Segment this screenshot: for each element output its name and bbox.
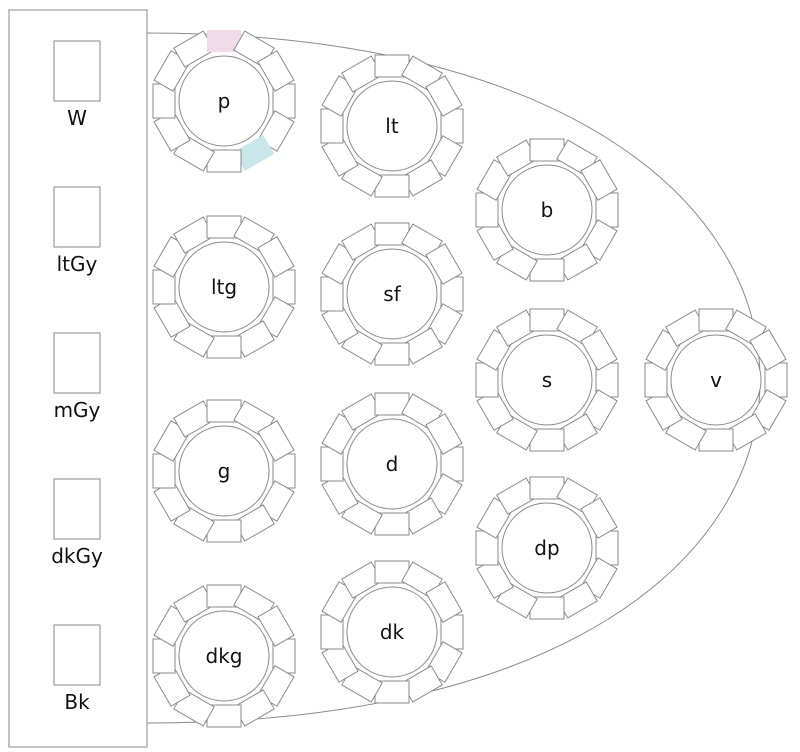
round-table: dkg xyxy=(152,584,296,728)
round-table: ltg xyxy=(152,215,296,359)
table-top xyxy=(501,334,593,426)
round-table: dk xyxy=(320,560,464,704)
chair xyxy=(425,581,463,623)
swatch-label: Bk xyxy=(64,690,90,714)
table-label: s xyxy=(542,368,552,392)
round-table: g xyxy=(152,399,296,543)
legend-swatch: ltGy xyxy=(53,186,101,276)
table-top xyxy=(346,80,438,172)
table-top xyxy=(670,334,762,426)
legend-swatch: W xyxy=(53,40,101,130)
table-label: dp xyxy=(534,536,559,560)
swatch-box xyxy=(53,478,101,540)
swatch-label: W xyxy=(67,106,87,130)
table-top xyxy=(346,586,438,678)
chair xyxy=(257,420,295,462)
table-label: d xyxy=(386,452,399,476)
table-label: v xyxy=(710,368,722,392)
table-label: sf xyxy=(383,282,401,306)
legend-swatch: Bk xyxy=(53,624,101,714)
chair xyxy=(425,243,463,285)
chair xyxy=(580,329,618,371)
legend-swatch: dkGy xyxy=(51,478,103,568)
table-top xyxy=(346,418,438,510)
chair xyxy=(425,413,463,455)
swatch-label: mGy xyxy=(54,398,101,422)
round-table: lt xyxy=(320,54,464,198)
table-top xyxy=(178,425,270,517)
swatch-box xyxy=(53,624,101,686)
round-table: p xyxy=(152,30,296,173)
chair xyxy=(257,50,295,92)
table-label: ltg xyxy=(211,275,237,299)
table-label: dkg xyxy=(206,644,243,668)
round-table: sf xyxy=(320,222,464,366)
chair xyxy=(257,605,295,647)
swatch-box xyxy=(53,40,101,102)
table-top xyxy=(501,164,593,256)
tables-layer: p ltg g dkg lt sf d dk b s dp v xyxy=(152,30,788,728)
chair xyxy=(580,159,618,201)
table-label: p xyxy=(218,89,231,113)
table-top xyxy=(178,610,270,702)
chair-highlighted xyxy=(233,134,275,171)
swatch-box xyxy=(53,186,101,248)
table-label: b xyxy=(541,198,554,222)
chair xyxy=(580,497,618,539)
chair xyxy=(749,329,787,371)
round-table: s xyxy=(475,308,619,452)
table-top xyxy=(178,55,270,147)
table-label: lt xyxy=(385,114,399,138)
round-table: d xyxy=(320,392,464,536)
swatch-label: dkGy xyxy=(51,544,103,568)
table-label: g xyxy=(218,459,231,483)
table-top xyxy=(501,502,593,594)
chair xyxy=(257,236,295,278)
round-table: b xyxy=(475,138,619,282)
table-top xyxy=(346,248,438,340)
swatch-label: ltGy xyxy=(57,252,98,276)
chair xyxy=(425,75,463,117)
legend-swatch: mGy xyxy=(53,332,101,422)
chair-highlighted xyxy=(207,30,241,52)
table-top xyxy=(178,241,270,333)
table-label: dk xyxy=(380,620,405,644)
round-table: dp xyxy=(475,476,619,620)
round-table: v xyxy=(644,308,788,452)
swatch-box xyxy=(53,332,101,394)
